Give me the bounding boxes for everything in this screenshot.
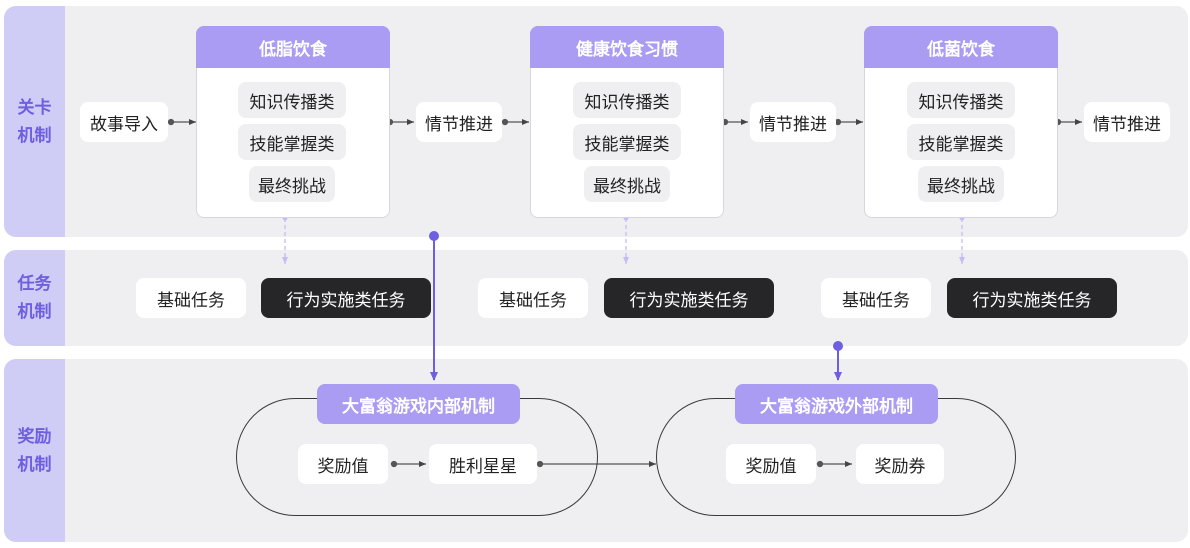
task-mechanism-label: 任务机制 [4, 250, 65, 346]
label-line: 奖励 [17, 426, 52, 447]
external-mechanism-title: 大富翁游戏外部机制 [735, 384, 938, 424]
plot-progress-node: 情节推进 [750, 102, 836, 142]
stage-item: 知识传播类 [238, 82, 346, 118]
reward-value-node: 奖励值 [298, 444, 388, 484]
basic-task: 基础任务 [478, 278, 588, 318]
reward-coupon-node: 奖励券 [856, 444, 944, 484]
stage-card: 低脂饮食 知识传播类 技能掌握类 最终挑战 [196, 26, 390, 218]
reward-mechanism-label: 奖励机制 [4, 359, 65, 542]
stage-item: 技能掌握类 [907, 124, 1015, 160]
label-line: 关卡 [17, 97, 52, 118]
stage-item: 知识传播类 [573, 82, 681, 118]
stage-item: 最终挑战 [918, 166, 1004, 202]
stage-to-task-links [282, 215, 965, 264]
basic-task: 基础任务 [136, 278, 246, 318]
label-line: 机制 [17, 454, 52, 475]
stage-item: 技能掌握类 [238, 124, 346, 160]
behavior-task: 行为实施类任务 [947, 278, 1117, 318]
internal-mechanism-title: 大富翁游戏内部机制 [317, 384, 520, 424]
victory-star-node: 胜利星星 [429, 444, 537, 484]
stage-card: 健康饮食习惯 知识传播类 技能掌握类 最终挑战 [530, 26, 724, 218]
reward-entry-arrows [429, 231, 843, 381]
stage-item: 最终挑战 [249, 166, 335, 202]
plot-progress-node: 情节推进 [416, 102, 502, 142]
basic-task: 基础任务 [821, 278, 931, 318]
story-intro-node: 故事导入 [80, 102, 168, 142]
stage-item: 技能掌握类 [573, 124, 681, 160]
stage-title: 低脂饮食 [196, 26, 390, 68]
reward-value-node: 奖励值 [726, 444, 816, 484]
stage-card: 低菌饮食 知识传播类 技能掌握类 最终挑战 [864, 26, 1058, 218]
level-flow-arrows [167, 118, 1082, 126]
stage-item: 最终挑战 [584, 166, 670, 202]
plot-progress-node: 情节推进 [1084, 102, 1170, 142]
level-mechanism-label: 关卡机制 [4, 6, 65, 237]
stage-item: 知识传播类 [907, 82, 1015, 118]
stage-title: 低菌饮食 [864, 26, 1058, 68]
label-line: 机制 [17, 125, 52, 146]
label-line: 机制 [17, 302, 52, 322]
stage-title: 健康饮食习惯 [530, 26, 724, 68]
label-line: 任务 [17, 274, 52, 294]
behavior-task: 行为实施类任务 [261, 278, 431, 318]
behavior-task: 行为实施类任务 [604, 278, 774, 318]
